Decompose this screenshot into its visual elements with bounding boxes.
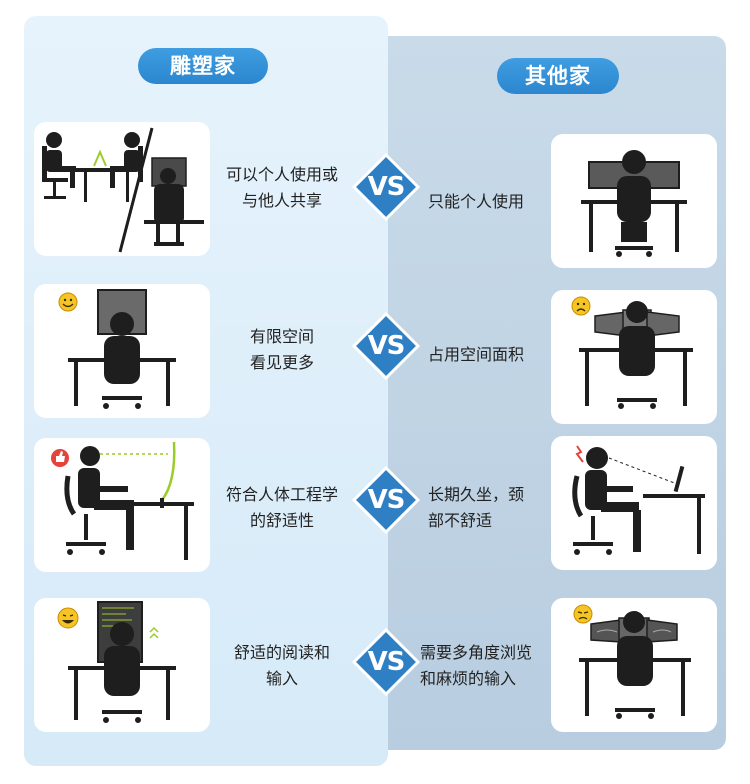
caption-line: 和麻烦的输入 [420, 669, 517, 688]
shared-workstation-card [34, 122, 210, 256]
vs-badge: VS [352, 628, 420, 696]
laugh-emoji-icon [57, 607, 79, 629]
row4-left-caption: 舒适的阅读和 输入 [212, 640, 352, 692]
sculptor-title-pill: 雕塑家 [138, 48, 268, 84]
vs-label: VS [367, 647, 406, 677]
thumbs-up-icon [51, 449, 69, 467]
caption-line: 只能个人使用 [428, 192, 525, 211]
vs-badge: VS [352, 466, 420, 534]
reading-card [34, 598, 210, 732]
compact-space-illustration [58, 289, 176, 409]
vs-badge: VS [352, 153, 420, 221]
row3-right-caption: 长期久坐，颈 部不舒适 [428, 482, 568, 534]
caption-line: 占用空间面积 [428, 345, 525, 364]
neck-pain-icon [575, 445, 584, 463]
vs-label: VS [367, 485, 406, 515]
row2-left-caption: 有限空间 看见更多 [212, 324, 352, 376]
shared-workstation-illustration [42, 127, 204, 253]
reading-illustration [57, 601, 176, 723]
ergonomic-card [34, 438, 210, 572]
caption-line: 舒适的阅读和 [233, 643, 330, 662]
caption-line: 符合人体工程学 [225, 485, 338, 504]
sad-emoji-icon [571, 296, 591, 316]
caption-line: 需要多角度浏览 [420, 643, 533, 662]
caption-line: 长期久坐，颈 [428, 485, 525, 504]
vs-label: VS [367, 331, 406, 361]
row1-left-caption: 可以个人使用或 与他人共享 [212, 162, 352, 214]
row3-left-caption: 符合人体工程学 的舒适性 [212, 482, 352, 534]
caption-line: 有限空间 [249, 327, 314, 346]
wide-footprint-illustration [571, 296, 693, 409]
row4-right-caption: 需要多角度浏览 和麻烦的输入 [420, 640, 556, 692]
caption-line: 部不舒适 [428, 511, 493, 530]
caption-line: 看见更多 [249, 353, 314, 372]
row2-right-caption: 占用空间面积 [428, 342, 568, 368]
multi-angle-card [551, 598, 717, 732]
vs-badge: VS [352, 312, 420, 380]
neck-strain-card [551, 436, 717, 570]
neck-strain-illustration [572, 445, 705, 555]
tired-emoji-icon [573, 604, 593, 624]
caption-line: 的舒适性 [249, 511, 314, 530]
ergonomic-illustration [51, 441, 194, 560]
multi-angle-illustration [573, 604, 691, 719]
single-user-card [551, 134, 717, 268]
caption-line: 与他人共享 [241, 191, 322, 210]
wide-footprint-card [551, 290, 717, 424]
row1-right-caption: 只能个人使用 [428, 189, 568, 215]
smile-emoji-icon [58, 292, 78, 312]
compact-space-card [34, 284, 210, 418]
caption-line: 输入 [265, 669, 298, 688]
caption-line: 可以个人使用或 [225, 165, 338, 184]
single-user-workstation-illustration [581, 150, 687, 257]
others-title-pill: 其他家 [497, 58, 619, 94]
vs-label: VS [367, 172, 406, 202]
